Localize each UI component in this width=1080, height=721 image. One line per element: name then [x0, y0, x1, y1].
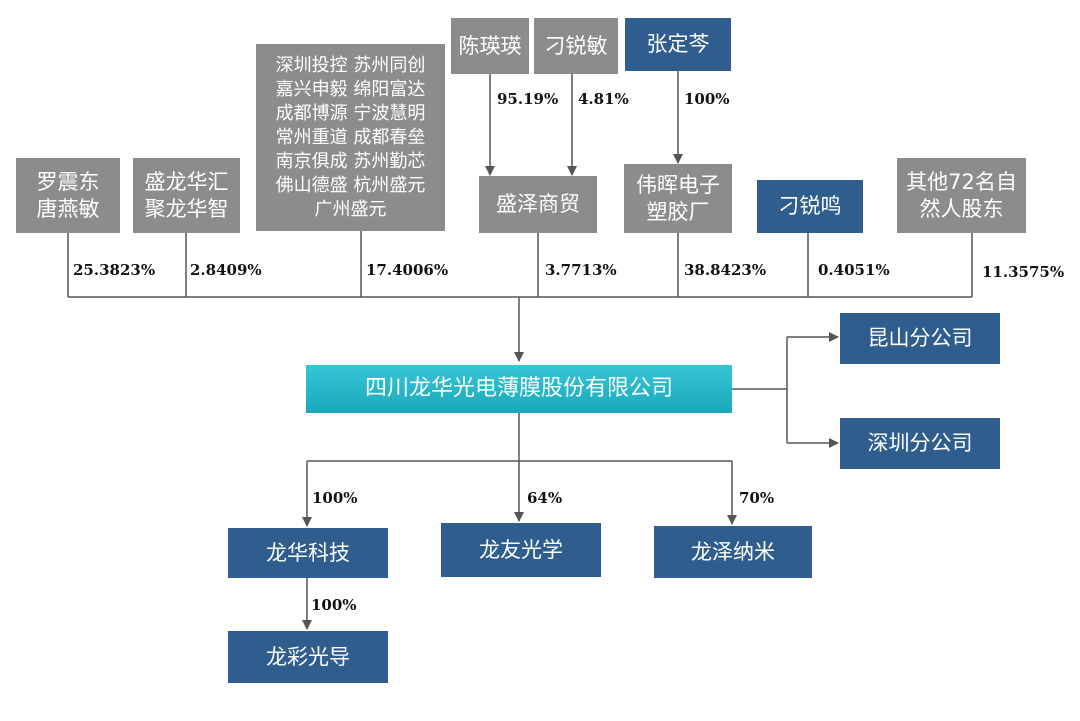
shareholder-diao-ruiming: 刁锐鸣: [757, 180, 863, 233]
subsidiary-longze: 龙泽纳米: [654, 526, 812, 578]
subsidiary-longhua-tech: 龙华科技: [228, 528, 388, 578]
subsidiary-longcai: 龙彩光导: [228, 631, 388, 683]
shareholder-chen: 陈瑛瑛: [451, 18, 529, 74]
pct-longze: 70%: [739, 489, 775, 507]
pct-funds: 17.4006%: [366, 261, 449, 279]
shareholder-shengze: 盛泽商贸: [479, 176, 597, 233]
pct-shengze: 3.7713%: [545, 261, 617, 279]
main-company: 四川龙华光电薄膜股份有限公司: [306, 365, 732, 413]
branch-shenzhen: 深圳分公司: [840, 418, 1000, 469]
branch-kunshan: 昆山分公司: [840, 313, 1000, 364]
shareholder-zhang: 张定芩: [625, 18, 731, 71]
shareholder-shenglong: 盛龙华汇 聚龙华智: [133, 158, 240, 233]
shareholder-others: 其他72名自 然人股东: [897, 158, 1026, 233]
pct-shenglong: 2.8409%: [190, 261, 262, 279]
pct-zhang-to-weihui: 100%: [684, 90, 730, 108]
pct-longcai: 100%: [311, 596, 357, 614]
pct-luo: 25.3823%: [73, 261, 156, 279]
pct-others: 11.3575%: [982, 263, 1065, 281]
subsidiary-longyou: 龙友光学: [441, 523, 601, 577]
shareholder-luo-tang: 罗震东 唐燕敏: [16, 158, 120, 233]
shareholder-diao-ruimin: 刁锐敏: [534, 18, 618, 74]
pct-longyou: 64%: [527, 489, 563, 507]
pct-diao-to-shengze: 4.81%: [578, 90, 629, 108]
pct-chen-to-shengze: 95.19%: [497, 90, 559, 108]
shareholder-funds: 深圳投控 苏州同创 嘉兴申毅 绵阳富达 成都博源 宁波慧明 常州重道 成都春垒 …: [256, 44, 445, 231]
shareholder-weihui: 伟晖电子 塑胶厂: [624, 164, 732, 233]
pct-weihui: 38.8423%: [684, 261, 767, 279]
pct-longhua-tech: 100%: [312, 489, 358, 507]
pct-diao-ruiming: 0.4051%: [818, 261, 890, 279]
